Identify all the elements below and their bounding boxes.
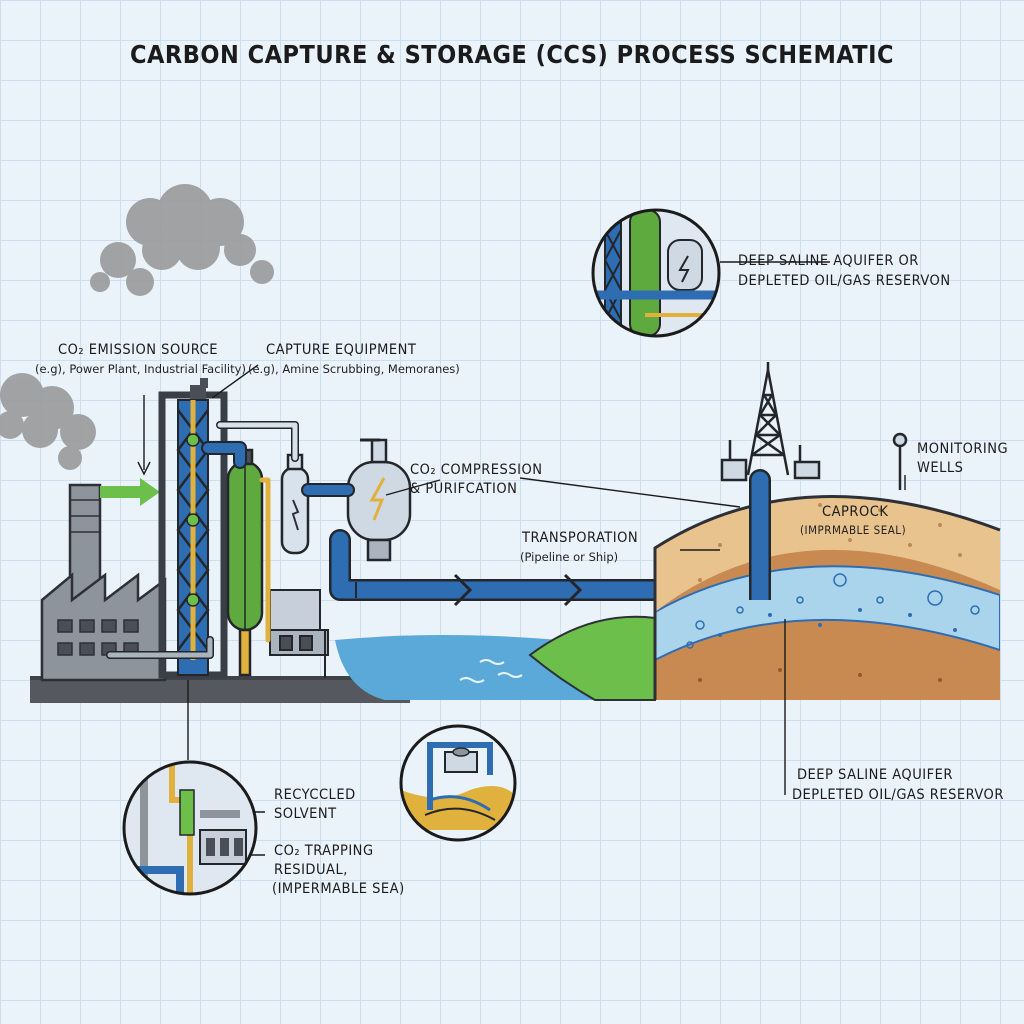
label-capture-equipment-sub: (e.g), Amine Scrubbing, Memoranes)	[248, 362, 460, 376]
pipeline-flow-arrows	[355, 573, 583, 607]
leader-lines	[137, 261, 906, 856]
geological-dome	[655, 496, 1000, 700]
flue-gas-arrow	[100, 478, 160, 506]
label-transport-sub: (Pipeline or Ship)	[520, 550, 619, 564]
diagram-title: CARBON CAPTURE & STORAGE (CCS) PROCESS S…	[129, 40, 895, 69]
label-caprock: CAPROCK	[822, 504, 889, 520]
drilling-rig	[720, 362, 821, 482]
smoke-cloud-large	[90, 184, 274, 296]
label-trapping-2: RESIDUAL,	[274, 862, 348, 878]
compression-tank	[346, 438, 412, 562]
monitoring-well	[892, 432, 908, 490]
label-aquifer-1: DEEP SALINE AQUIFER	[797, 767, 953, 783]
factory-building	[40, 483, 167, 682]
label-compression: CO₂ COMPRESSION	[410, 462, 543, 478]
inset-solvent-detail	[122, 760, 258, 896]
stripper-vessel	[280, 453, 310, 555]
label-emission-source: CO₂ EMISSION SOURCE	[58, 342, 218, 358]
inset-capture-detail-top	[591, 208, 721, 338]
label-inset-top-1: DEEP SALINE AQUIFER OR	[738, 253, 919, 269]
smoke-cloud-small	[0, 373, 96, 470]
inset-pipeline-detail	[399, 724, 517, 842]
label-capture-equipment: CAPTURE EQUIPMENT	[266, 342, 417, 358]
label-inset-top-2: DEPLETED OIL/GAS RESERVON	[738, 273, 951, 289]
label-caprock-sub: (IMPRMABLE SEAL)	[800, 523, 907, 537]
label-trapping-1: CO₂ TRAPPING	[274, 843, 374, 859]
absorber-column	[226, 448, 264, 677]
label-monitoring: MONITORING	[917, 441, 1009, 457]
label-monitoring-2: WELLS	[917, 460, 964, 476]
process-equipment	[269, 589, 329, 678]
label-trapping-3: (IMPERMABLE SEA)	[272, 881, 405, 897]
label-recycled-2: SOLVENT	[274, 806, 337, 822]
label-aquifer-2: DEPLETED OIL/GAS RESERVOR	[792, 787, 1004, 803]
label-recycled-1: RECYCCLED	[274, 787, 356, 803]
capture-tower	[158, 378, 228, 679]
label-compression-2: & PURIFCATION	[410, 481, 518, 497]
label-transport: TRANSPORATION	[522, 530, 639, 546]
label-emission-source-sub: (e.g), Power Plant, Industrial Facility)	[35, 362, 246, 376]
ground-slab	[30, 678, 410, 703]
